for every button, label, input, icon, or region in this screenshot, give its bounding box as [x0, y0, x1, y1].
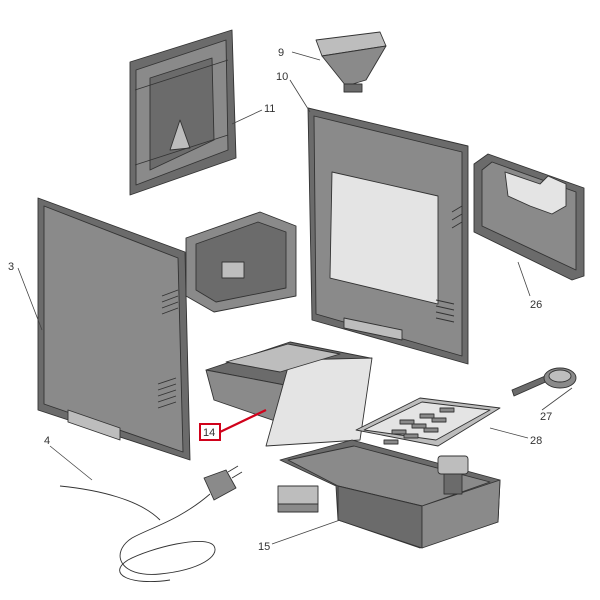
- part-15-drip-tray: [277, 439, 501, 549]
- vent-slots-top: [161, 289, 179, 315]
- part-14-drawer: [205, 341, 373, 447]
- label-28: 28: [530, 435, 542, 447]
- part-14-callout: 14: [199, 409, 267, 441]
- label-10: 10: [276, 71, 288, 83]
- part-labels: 9 10 11 3 4 26 27 28 15: [8, 47, 552, 553]
- label-27: 27: [540, 411, 552, 423]
- label-9: 9: [278, 47, 284, 59]
- part-26-door: [473, 153, 585, 281]
- label-4: 4: [44, 435, 50, 447]
- part-28-drip-grid: [355, 397, 501, 447]
- frame-vent-slots: [435, 205, 463, 323]
- part-3-side-panel: [37, 197, 191, 461]
- inner-bracket-frame: [185, 211, 297, 313]
- vent-slots-bottom: [157, 377, 177, 409]
- part-9-funnel: [315, 31, 387, 93]
- label-14: 14: [203, 427, 215, 439]
- part-11-rear-panel: [129, 29, 237, 196]
- part-14-callout-line: [219, 409, 267, 433]
- label-11: 11: [264, 103, 275, 115]
- part-27-scoop: [511, 367, 577, 397]
- leader-lines: [17, 51, 573, 545]
- part-4-power-cord: [59, 465, 243, 583]
- label-26: 26: [530, 299, 542, 311]
- part-14-callout-box: [199, 423, 221, 441]
- part-10-front-frame: [307, 107, 469, 365]
- grid-slots: [383, 407, 455, 445]
- label-15: 15: [258, 541, 270, 553]
- label-3: 3: [8, 261, 14, 273]
